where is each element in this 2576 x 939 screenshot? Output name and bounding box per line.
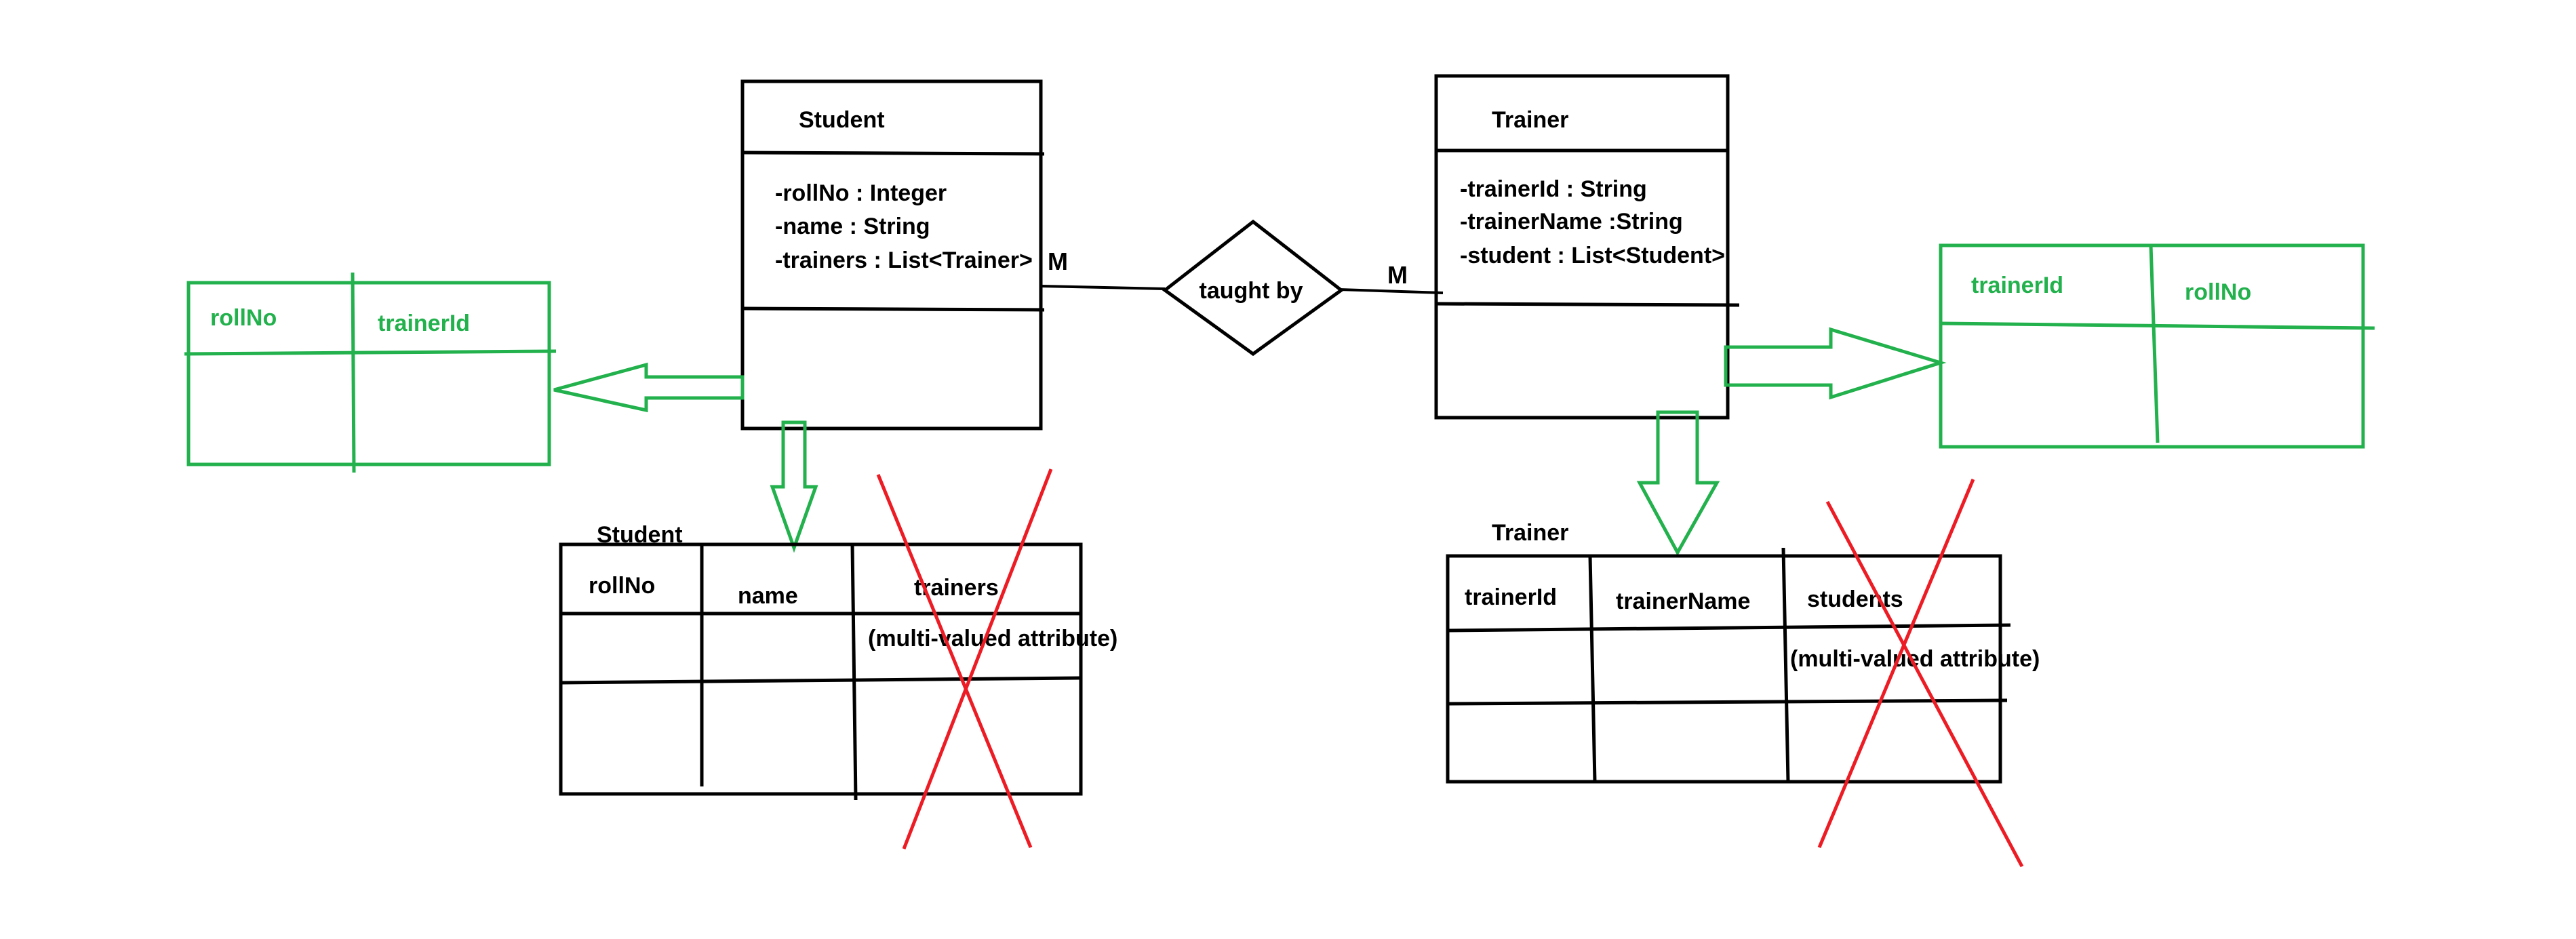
trainer-students-cross-mark bbox=[1817, 479, 2024, 868]
student-junction-table: rollNo trainerId bbox=[184, 272, 557, 473]
student-junction-col-trainerid: trainerId bbox=[378, 311, 470, 336]
student-attr-rollno: -rollNo : Integer bbox=[775, 180, 947, 206]
arrow-to-trainer-table bbox=[1636, 410, 1720, 557]
trainer-table: Trainer trainerId trainerName students (… bbox=[1446, 520, 2040, 784]
arrow-to-student-table bbox=[770, 420, 818, 553]
left-cardinality: M bbox=[1048, 247, 1068, 275]
student-class-box: Student -rollNo : Integer -name : String… bbox=[740, 79, 1045, 431]
trainer-class-title: Trainer bbox=[1492, 107, 1568, 133]
trainer-table-title: Trainer bbox=[1492, 520, 1568, 546]
trainer-class-box: Trainer -trainerId : String -trainerName… bbox=[1434, 74, 1740, 420]
student-class-title: Student bbox=[799, 107, 885, 133]
relationship-taught-by: taught by M M bbox=[1040, 219, 1444, 357]
student-attr-trainers: -trainers : List<Trainer> bbox=[775, 247, 1033, 273]
relationship-label: taught by bbox=[1200, 278, 1303, 304]
student-table-note: (multi-valued attribute) bbox=[868, 626, 1117, 652]
trainer-attr-student: -student : List<Student> bbox=[1460, 243, 1725, 268]
arrow-to-trainer-junction bbox=[1724, 327, 1947, 400]
student-table: Student rollNo name trainers (multi-valu… bbox=[559, 522, 1117, 801]
green-arrows bbox=[553, 327, 1947, 557]
relationship-diamond bbox=[1162, 219, 1345, 357]
student-table-col-rollno: rollNo bbox=[589, 573, 655, 599]
trainer-junction-col-rollno: rollNo bbox=[2185, 279, 2251, 305]
trainer-junction-col-trainerid: trainerId bbox=[1971, 273, 2063, 298]
trainer-table-col-students: students bbox=[1807, 586, 1903, 612]
arrow-to-student-junction bbox=[553, 362, 745, 413]
trainer-attr-trainername: -trainerName :String bbox=[1460, 209, 1683, 235]
trainer-table-col-trainerid: trainerId bbox=[1465, 584, 1557, 610]
trainer-junction-table: trainerId rollNo bbox=[1939, 243, 2375, 449]
trainer-table-col-trainername: trainerName bbox=[1616, 588, 1750, 614]
trainer-attr-trainerid: -trainerId : String bbox=[1460, 176, 1647, 202]
student-attr-name: -name : String bbox=[775, 214, 930, 239]
student-table-col-name: name bbox=[738, 583, 798, 609]
red-cross-marks bbox=[876, 468, 2024, 868]
student-junction-col-rollno: rollNo bbox=[210, 305, 277, 331]
student-trainers-cross-mark bbox=[876, 468, 1053, 850]
right-cardinality: M bbox=[1387, 261, 1408, 289]
